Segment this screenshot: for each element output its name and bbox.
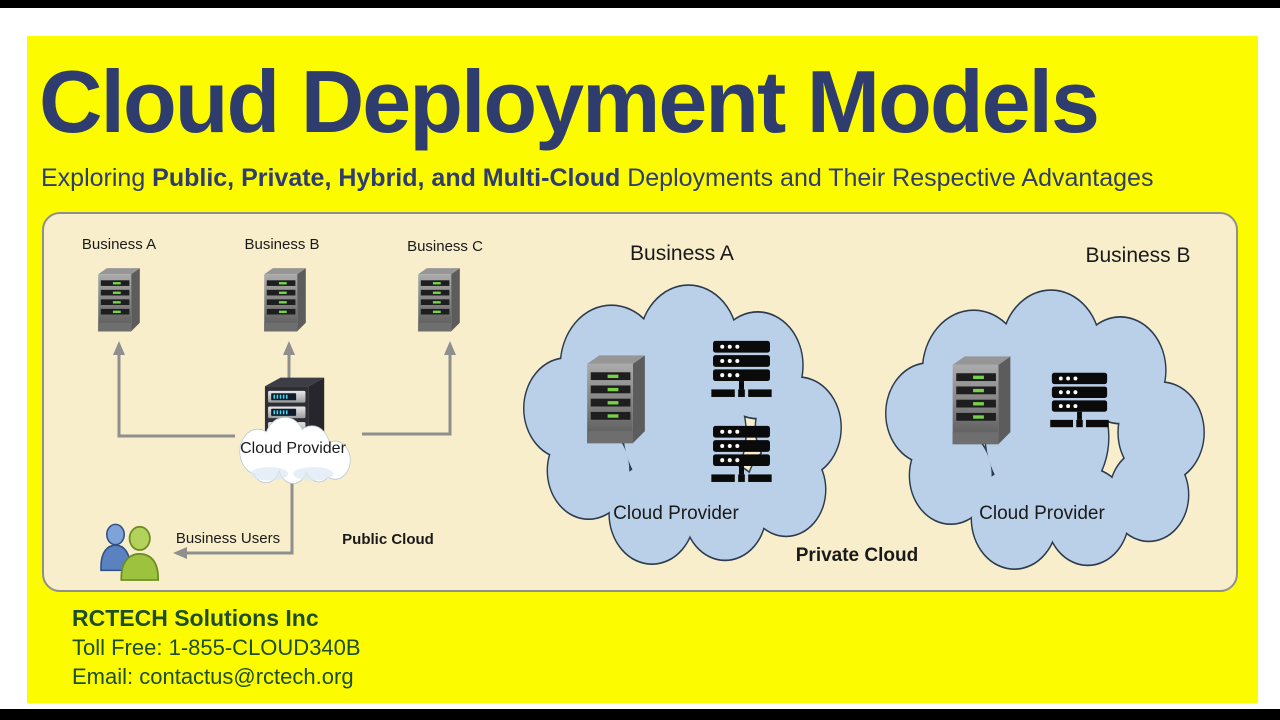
arrow-to-users	[186, 472, 294, 555]
public-business-c-label: Business C	[407, 238, 483, 255]
private-provider-a-label: Cloud Provider	[613, 503, 739, 524]
private-provider-b-label: Cloud Provider	[979, 503, 1105, 524]
diagram-panel: Business A Business B Business C Cloud P…	[42, 212, 1238, 592]
private-cloud-a-shape	[522, 284, 847, 571]
public-provider-label: Cloud Provider	[240, 440, 346, 457]
business-users-icon	[97, 520, 165, 582]
slide-background: Cloud Deployment Models Exploring Public…	[27, 36, 1258, 703]
subtitle-bold: Public, Private, Hybrid, and Multi-Cloud	[152, 164, 621, 192]
toll-free-line: Toll Free: 1-855-CLOUD340B	[72, 635, 361, 660]
private-business-a-label: Business A	[630, 242, 734, 265]
letterbox-bottom	[0, 709, 1280, 720]
connector-arrows	[113, 341, 456, 559]
company-name: RCTECH Solutions Inc	[72, 605, 319, 631]
contact-block: RCTECH Solutions Inc Toll Free: 1-855-CL…	[72, 604, 361, 691]
business-users-label: Business Users	[175, 530, 281, 547]
public-cloud-section-label: Public Cloud	[342, 531, 434, 548]
slide-title: Cloud Deployment Models	[39, 52, 1100, 151]
server-tower-icon	[579, 347, 653, 448]
server-tower-icon	[944, 348, 1019, 449]
subtitle-prefix: Exploring	[41, 164, 153, 192]
server-tower-icon	[93, 262, 145, 335]
rack-server-icon	[708, 421, 775, 491]
rack-server-icon	[1047, 367, 1112, 437]
slide-subtitle: Exploring Public, Private, Hybrid, and M…	[41, 164, 1251, 193]
server-tower-icon	[413, 262, 465, 335]
public-business-b-label: Business B	[244, 236, 320, 253]
letterbox-top	[0, 0, 1280, 8]
subtitle-suffix: Deployments and Their Respective Advanta…	[620, 164, 1154, 192]
server-tower-icon	[259, 262, 311, 335]
private-cloud-section-label: Private Cloud	[795, 545, 919, 566]
public-cloud-provider-group: Cloud Provider	[232, 372, 354, 487]
rack-server-icon	[708, 336, 775, 406]
arrow-to-business-a	[117, 354, 235, 438]
private-business-b-label: Business B	[1085, 244, 1191, 267]
email-line: Email: contactus@rctech.org	[72, 664, 354, 689]
public-business-a-label: Business A	[81, 236, 157, 253]
arrow-to-business-c	[362, 354, 452, 436]
